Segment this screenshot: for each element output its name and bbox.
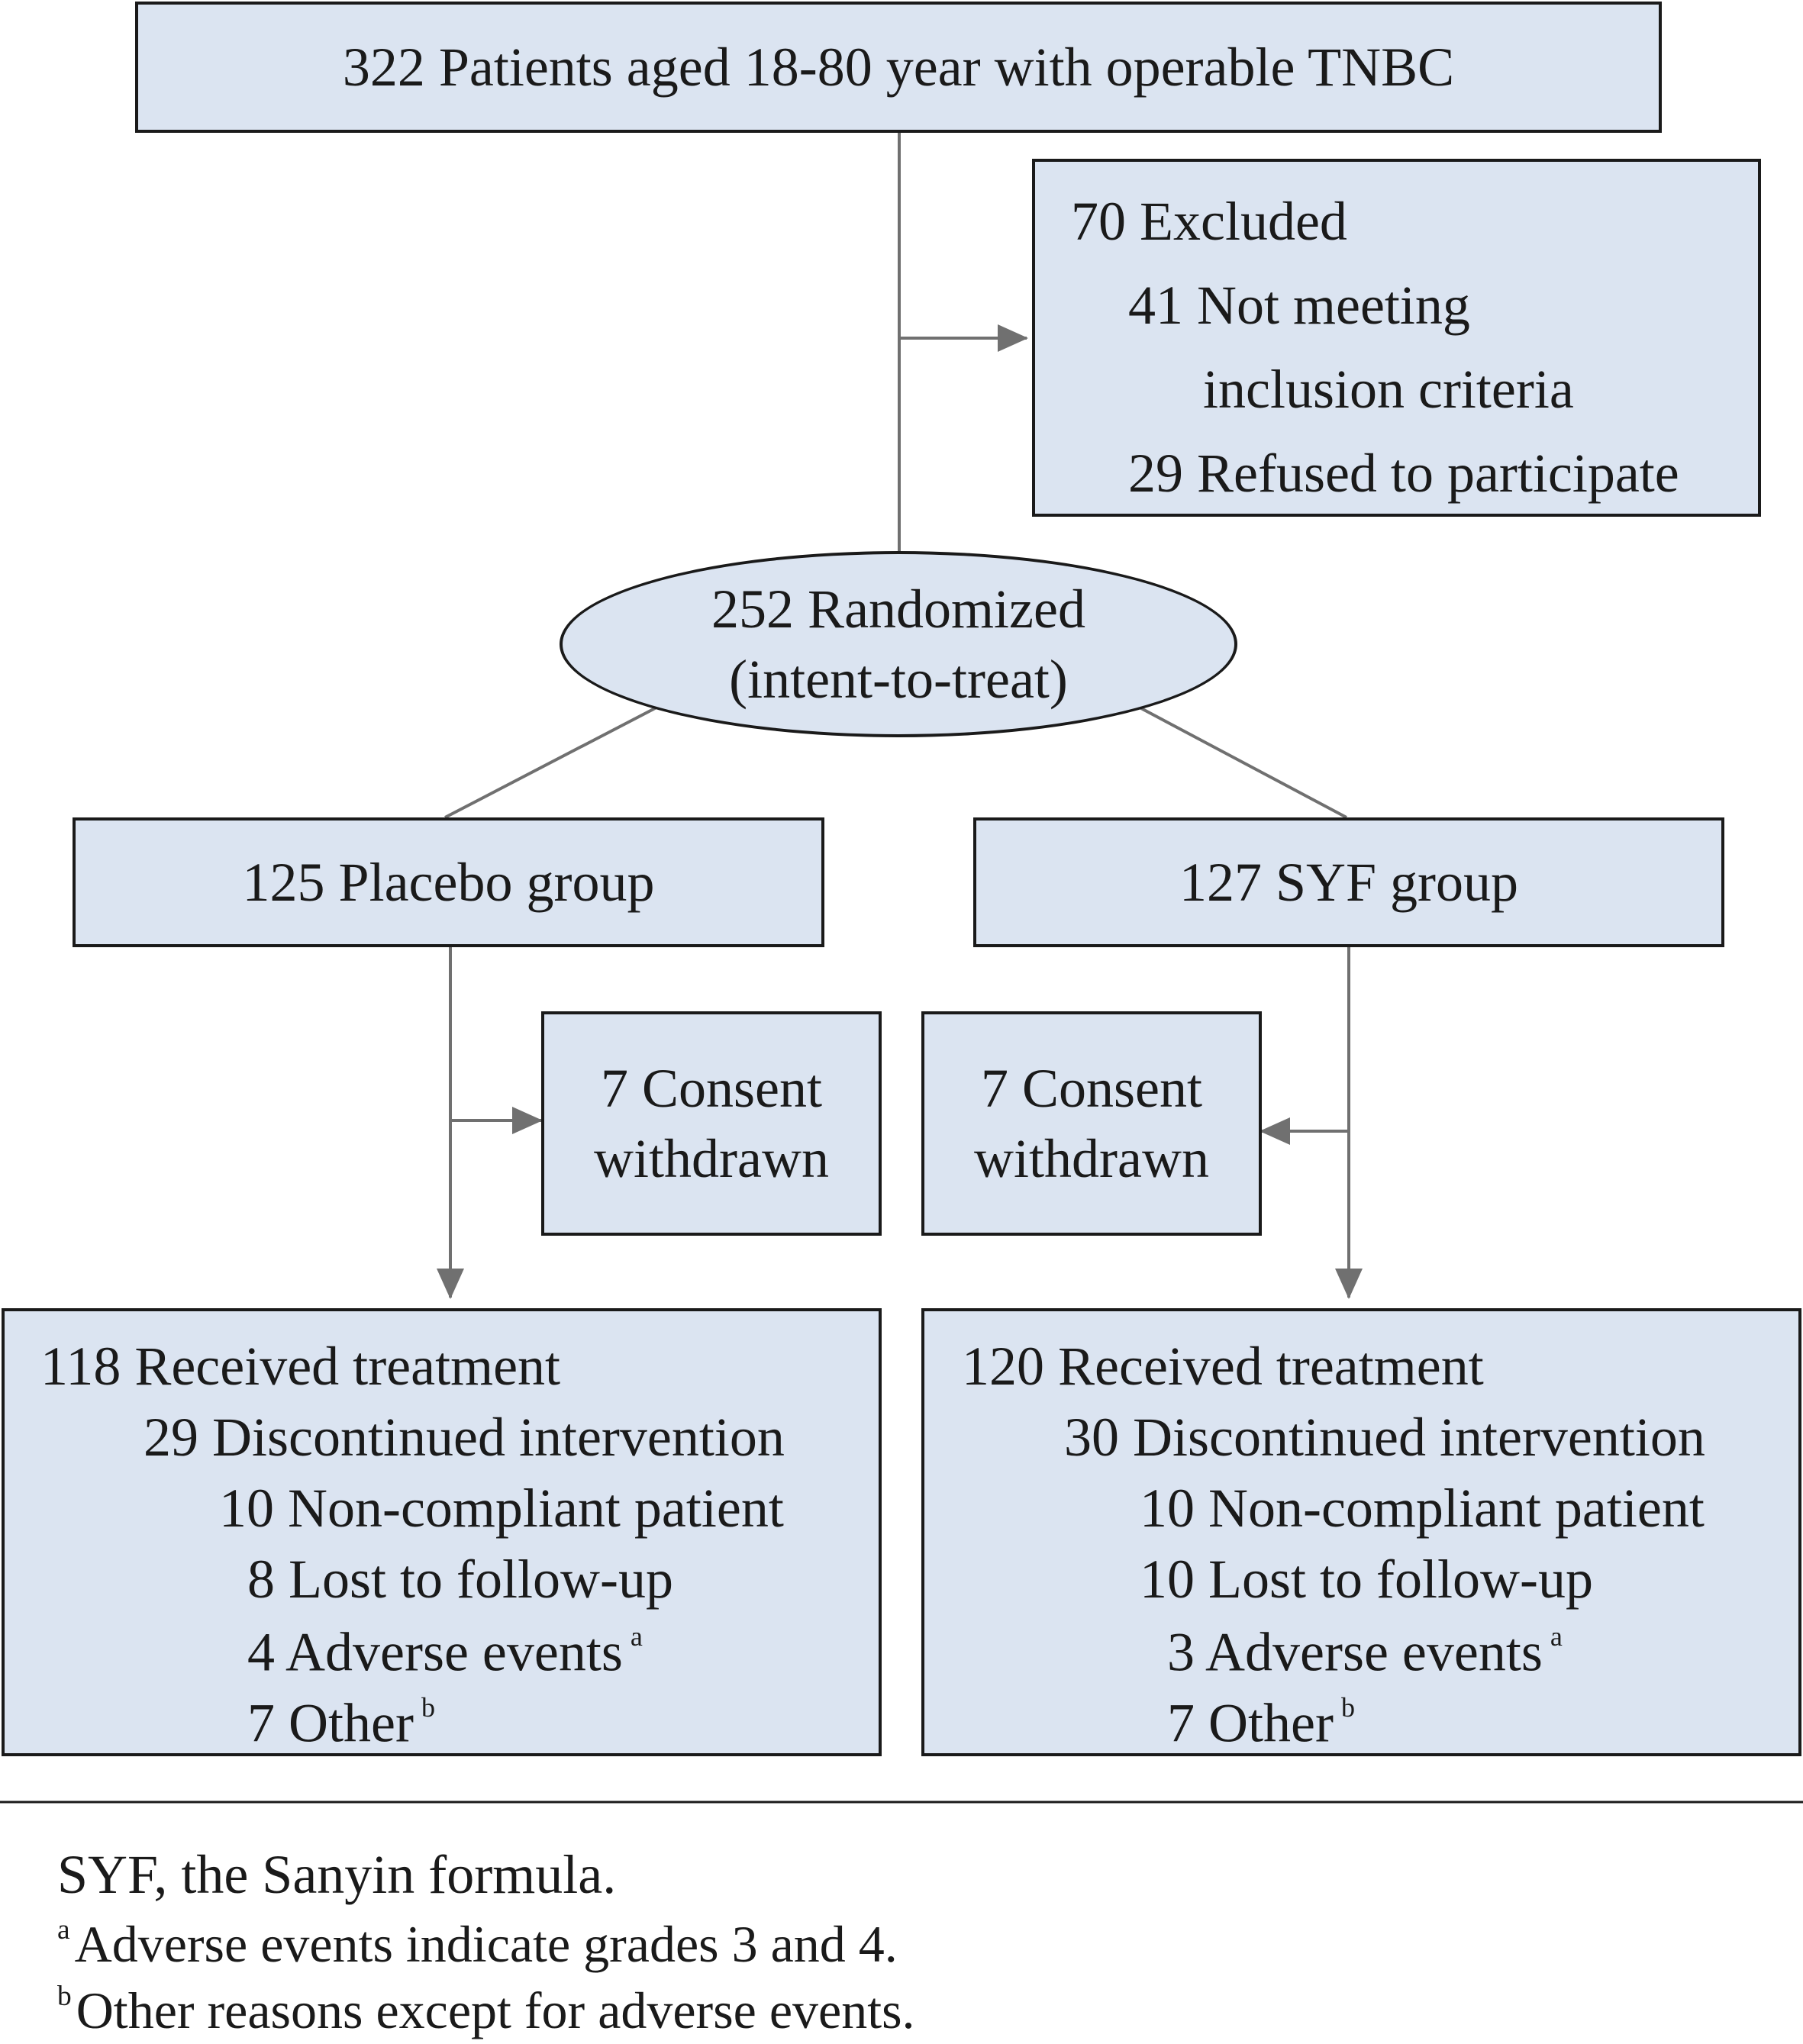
- placebo-withdrawn-count: 7 Consent: [600, 1058, 822, 1119]
- footnote-b-text: Other reasons except for adverse events.: [76, 1981, 915, 2039]
- syf-treatment-box: 120 Received treatment 30 Discontinued i…: [921, 1308, 1801, 1756]
- randomized-count: 252 Randomized: [711, 579, 1085, 640]
- syf-other: 7 Other: [1167, 1692, 1334, 1754]
- placebo-other-marker: b: [421, 1692, 435, 1723]
- syf-adverse: 3 Adverse events: [1167, 1621, 1543, 1683]
- placebo-withdrawn-box: 7 Consent withdrawn: [541, 1011, 882, 1236]
- excluded-title: 70 Excluded: [1071, 191, 1347, 252]
- excluded-not-meeting: 41 Not meeting: [1128, 275, 1470, 336]
- syf-group-label: 127 SYF group: [1179, 852, 1519, 913]
- excluded-refused: 29 Refused to participate: [1128, 443, 1679, 504]
- footnote-a: aAdverse events indicate grades 3 and 4.: [57, 1916, 898, 1970]
- placebo-discontinued: 29 Discontinued intervention: [144, 1407, 785, 1468]
- excluded-box: 70 Excluded 41 Not meeting inclusion cri…: [1032, 159, 1761, 517]
- branch-right-line: [1139, 706, 1347, 819]
- syf-other-marker: b: [1340, 1692, 1355, 1723]
- placebo-lost: 8 Lost to follow-up: [247, 1549, 673, 1610]
- randomized-itt: (intent-to-treat): [729, 649, 1068, 710]
- syf-group-box: 127 SYF group: [973, 817, 1724, 947]
- placebo-group-label: 125 Placebo group: [242, 852, 655, 913]
- placebo-noncompliant: 10 Non-compliant patient: [219, 1478, 784, 1539]
- excluded-inclusion-criteria: inclusion criteria: [1203, 359, 1574, 420]
- syf-withdrawn-label: withdrawn: [974, 1128, 1209, 1189]
- syf-noncompliant: 10 Non-compliant patient: [1140, 1478, 1705, 1539]
- footnote-b: bOther reasons except for adverse events…: [57, 1982, 915, 2036]
- syf-received: 120 Received treatment: [962, 1336, 1484, 1397]
- syf-lost: 10 Lost to follow-up: [1140, 1549, 1593, 1610]
- placebo-treatment-box: 118 Received treatment 29 Discontinued i…: [2, 1308, 882, 1756]
- enrollment-box: 322 Patients aged 18-80 year with operab…: [135, 2, 1662, 133]
- syf-discontinued: 30 Discontinued intervention: [1064, 1407, 1705, 1468]
- syf-withdrawn-count: 7 Consent: [980, 1058, 1202, 1119]
- placebo-withdrawn-label: withdrawn: [594, 1128, 829, 1189]
- randomized-ellipse: 252 Randomized (intent-to-treat): [560, 551, 1237, 737]
- placebo-group-box: 125 Placebo group: [73, 817, 824, 947]
- syf-withdrawn-box: 7 Consent withdrawn: [921, 1011, 1262, 1236]
- syf-adverse-marker: a: [1550, 1621, 1563, 1652]
- placebo-adverse-marker: a: [630, 1621, 643, 1652]
- footnote-a-marker: a: [57, 1914, 70, 1946]
- footnote-a-text: Adverse events indicate grades 3 and 4.: [74, 1914, 898, 1973]
- placebo-received: 118 Received treatment: [40, 1336, 561, 1397]
- footnote-b-marker: b: [57, 1981, 72, 2012]
- placebo-adverse: 4 Adverse events: [247, 1621, 623, 1683]
- branch-left-line: [444, 706, 657, 819]
- enrollment-label: 322 Patients aged 18-80 year with operab…: [342, 37, 1455, 98]
- footnote-abbreviation: SYF, the Sanyin formula.: [57, 1844, 617, 1905]
- placebo-other: 7 Other: [247, 1692, 414, 1754]
